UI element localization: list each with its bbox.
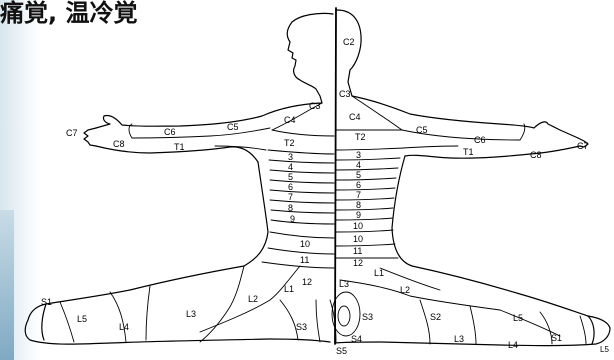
label-t12-right: 12 xyxy=(353,258,363,268)
label-t7-right: 7 xyxy=(356,190,361,200)
label-l3-left: L3 xyxy=(186,309,196,319)
label-c6-right: C6 xyxy=(474,135,486,145)
label-c3-left: C3 xyxy=(309,101,321,111)
label-s1-left: S1 xyxy=(41,297,52,307)
label-t5-left: 5 xyxy=(288,172,293,182)
label-t3-left: 3 xyxy=(288,152,293,162)
label-s1-right: S1 xyxy=(551,333,562,343)
label-l5-foot: L5 xyxy=(600,345,609,354)
label-c7-right: C7 xyxy=(577,141,589,151)
label-s3-left: S3 xyxy=(296,322,307,332)
label-l3-right: L3 xyxy=(454,334,464,344)
label-c4-left: C4 xyxy=(284,115,296,125)
label-s2: S2 xyxy=(430,312,441,322)
label-t5-right: 5 xyxy=(356,170,361,180)
label-t4-left: 4 xyxy=(288,162,293,172)
label-t1-right: T1 xyxy=(463,147,474,157)
label-c5-left: C5 xyxy=(227,122,239,132)
label-s3-right: S3 xyxy=(362,312,373,322)
label-t6-right: 6 xyxy=(356,180,361,190)
label-t10b-right: 10 xyxy=(353,234,363,244)
label-t8-left: 8 xyxy=(288,203,293,213)
label-l4-left: L4 xyxy=(119,322,129,332)
label-t3-right: 3 xyxy=(356,150,361,160)
label-l2-right: L2 xyxy=(400,285,410,295)
dermatome-boundaries xyxy=(60,96,586,344)
label-l2-left: L2 xyxy=(248,294,258,304)
label-c8-left: C8 xyxy=(113,139,125,149)
body-outline xyxy=(25,10,610,346)
label-t11-right: 11 xyxy=(353,246,362,256)
label-l4-right: L4 xyxy=(508,340,518,350)
midline xyxy=(335,8,336,344)
label-l1-right: L1 xyxy=(374,268,384,278)
label-t10-left: 10 xyxy=(300,239,310,249)
label-l1-left: L1 xyxy=(284,284,294,294)
label-t9-left: 9 xyxy=(290,214,295,224)
label-t10-right: 10 xyxy=(353,221,363,231)
label-t6-left: 6 xyxy=(288,182,293,192)
label-s4: S4 xyxy=(351,334,362,344)
label-t9-right: 9 xyxy=(356,210,361,220)
label-t2-left: T2 xyxy=(284,138,295,148)
label-c8-right: C8 xyxy=(530,150,542,160)
label-l3-mid: L3 xyxy=(339,279,349,289)
label-c4-right: C4 xyxy=(349,112,361,122)
label-c5-right: C5 xyxy=(416,125,428,135)
label-t4-right: 4 xyxy=(356,160,361,170)
label-l5-right: L5 xyxy=(513,313,523,323)
label-t12-left: 12 xyxy=(302,277,312,287)
label-t7-left: 7 xyxy=(288,192,293,202)
label-c3-right: C3 xyxy=(339,89,351,99)
label-s5: S5 xyxy=(336,346,347,356)
label-c7-left: C7 xyxy=(66,128,78,138)
label-c6-left: C6 xyxy=(164,127,176,137)
label-t8-right: 8 xyxy=(356,200,361,210)
label-t1-left: T1 xyxy=(174,142,185,152)
label-c2: C2 xyxy=(343,37,355,47)
dermatome-labels: C2 C3 C3 C4 C4 C5 C5 C6 C6 C7 C7 C8 C8 T… xyxy=(41,37,609,356)
label-l5-left: L5 xyxy=(77,314,87,324)
label-t2-right: T2 xyxy=(355,132,366,142)
label-t11-left: 11 xyxy=(300,255,309,265)
